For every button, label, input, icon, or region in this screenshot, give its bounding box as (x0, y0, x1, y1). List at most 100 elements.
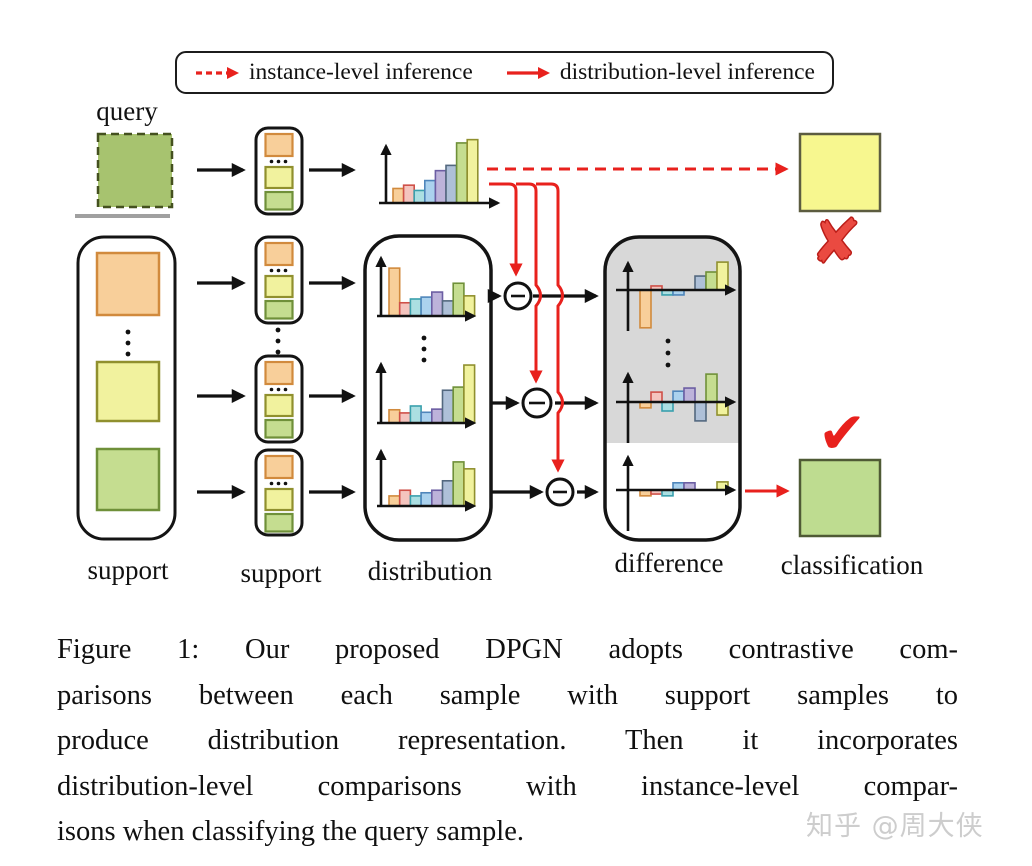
bar-steel (441, 389, 454, 424)
caption-line: produce distribution representation. The… (57, 725, 958, 756)
bar-blue (672, 390, 685, 403)
bar-yellow (716, 401, 729, 416)
stack-square-orange (264, 360, 294, 386)
vertical-ellipsis-dot (421, 346, 427, 352)
bar-green (452, 461, 465, 507)
watermark: 知乎 @周大侠 (806, 811, 984, 842)
support-feature-stack-box (254, 235, 304, 325)
ellipsis-dot (283, 268, 288, 273)
vertical-ellipsis-dot (275, 327, 281, 333)
vertical-ellipsis-dot (665, 350, 671, 356)
difference-label: difference (615, 548, 724, 578)
bar-orange (388, 267, 401, 317)
bar-yellow (466, 138, 479, 204)
bar-blue (420, 296, 433, 317)
classification-correct-square (798, 458, 882, 538)
query-distribution-chart-bars (392, 138, 479, 204)
query-feature-stack-box (254, 126, 304, 216)
ellipsis-dot (269, 481, 274, 486)
vertical-ellipsis-dot (665, 338, 671, 344)
bar-orange (388, 408, 401, 424)
ellipsis-dot (276, 481, 281, 486)
stack-square-green (264, 299, 294, 320)
bar-yellow (463, 468, 476, 507)
bar-purple (430, 291, 444, 317)
bar-green (452, 386, 465, 424)
vertical-ellipsis-dot (421, 335, 427, 341)
bar-steel (441, 300, 454, 317)
caption-line: Figure 1: Our proposed DPGN adopts contr… (57, 634, 958, 665)
distribution-label: distribution (368, 556, 493, 586)
ellipsis-dot (269, 387, 274, 392)
bar-steel (445, 164, 458, 204)
caption-line: distribution-level comparisons with inst… (57, 770, 958, 802)
ellipsis-dot (276, 159, 281, 164)
vertical-ellipsis-dot (665, 362, 671, 368)
support-distribution-chart-0-bars (388, 267, 476, 317)
dashed-red-arrow-icon (196, 66, 240, 79)
bar-pink (402, 184, 416, 204)
stack-square-orange (264, 132, 294, 158)
stack-square-green (264, 418, 294, 439)
bar-yellow (716, 261, 729, 291)
bar-purple (434, 169, 447, 204)
vertical-ellipsis-dot (421, 357, 427, 363)
bar-purple (683, 387, 696, 403)
bar-pink (398, 301, 412, 317)
bar-green (452, 282, 465, 317)
support-image-squares (95, 251, 161, 512)
bar-orange (639, 289, 652, 329)
query-label: query (96, 96, 158, 126)
legend-box: instance-level inference distribution-le… (175, 51, 834, 94)
support-feature-stack-box (254, 354, 304, 444)
distribution-inference-branch-2 (516, 182, 543, 384)
stack-square-yellow (264, 165, 294, 190)
vertical-ellipsis-dot (125, 340, 131, 346)
wrong-x-mark: ✘ (810, 205, 862, 278)
bar-yellow (463, 364, 476, 424)
support-image-square-orange (95, 251, 161, 317)
caption-line: parisons between each sample with suppor… (57, 679, 958, 711)
distribution-box (363, 234, 493, 542)
bar-green (455, 142, 469, 204)
bar-steel (694, 401, 707, 422)
ellipsis-dot (269, 268, 274, 273)
support-image-square-yellow (95, 360, 161, 423)
legend-distribution-label: distribution-level inference (559, 59, 815, 85)
ellipsis-dot (269, 159, 274, 164)
stack-square-yellow (264, 274, 294, 299)
ellipsis-dot (283, 481, 288, 486)
vertical-ellipsis-dot (275, 349, 281, 355)
bar-steel (694, 275, 707, 291)
feature-stack-squares (264, 132, 294, 533)
bar-cyan (409, 405, 422, 424)
bar-steel (441, 479, 454, 507)
caption-line: isons when classifying the query sample. (57, 816, 524, 847)
classification-wrong-square (798, 132, 882, 213)
bar-blue (420, 491, 433, 507)
vertical-ellipsis-dot (125, 329, 131, 335)
vertical-ellipsis-dot (125, 351, 131, 357)
stack-square-yellow (264, 487, 294, 512)
distribution-inference-branch-1 (489, 182, 523, 277)
stack-square-yellow (264, 393, 294, 418)
stack-square-green (264, 512, 294, 533)
distribution-inference-branch-3 (536, 182, 565, 473)
classification-label: classification (781, 550, 924, 580)
vertical-ellipsis-dot (275, 338, 281, 344)
bar-purple (430, 489, 444, 507)
difference-chart-2-bars (639, 481, 729, 497)
dpgn-diagram: ✘ ✔ query support support distribution d… (75, 96, 924, 588)
legend-instance-label: instance-level inference (249, 59, 473, 85)
ellipsis-dot (276, 387, 281, 392)
stack-square-green (264, 190, 294, 211)
support-feature-stack-box (254, 448, 304, 537)
bar-orange (388, 495, 401, 507)
bar-blue (423, 179, 437, 204)
support-distribution-chart-2-bars (388, 461, 476, 507)
support-image-square-green (95, 447, 161, 512)
bar-green (705, 271, 718, 291)
bar-green (705, 373, 718, 403)
bar-pink (398, 489, 412, 507)
